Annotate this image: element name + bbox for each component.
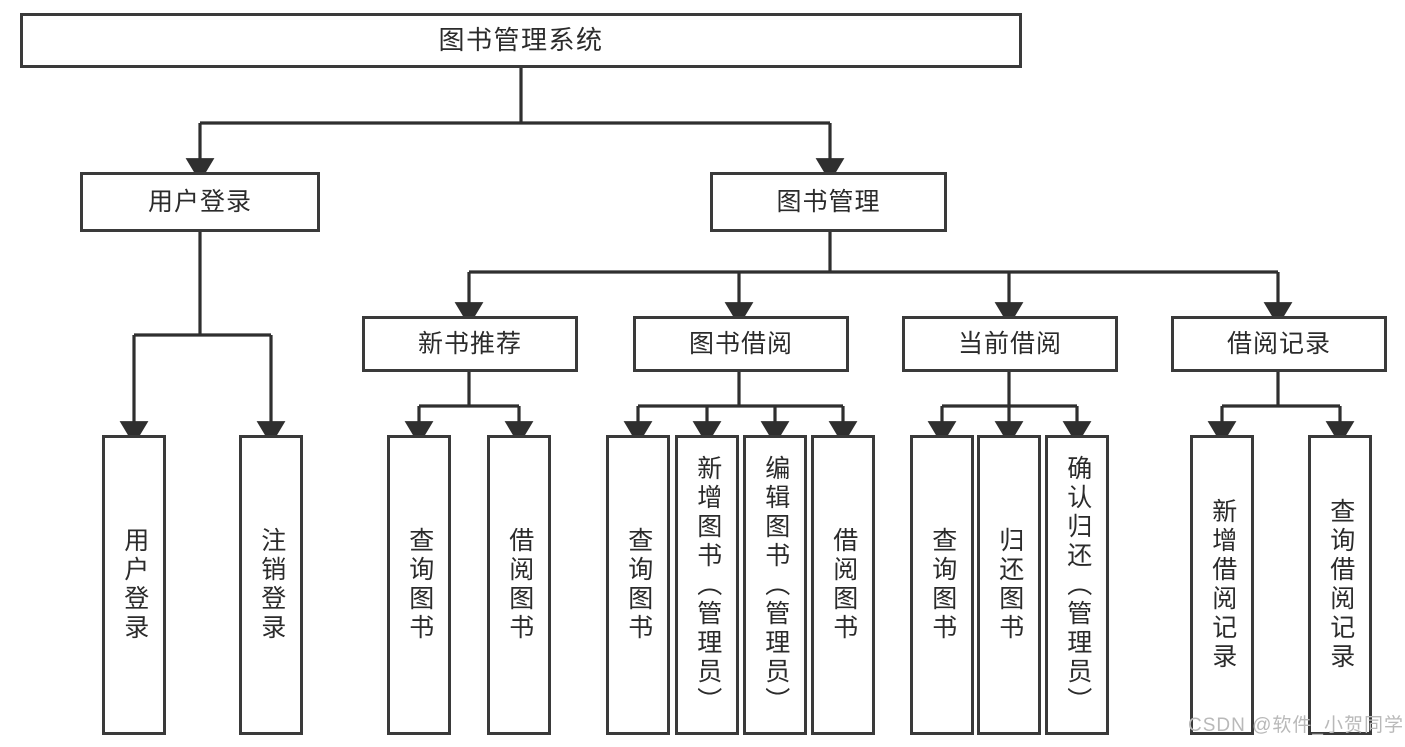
- node-label: 归还图书: [995, 527, 1024, 643]
- node-label: 借阅图书: [505, 527, 534, 643]
- node-label: 查询图书: [624, 527, 653, 643]
- node-label: 确认归还（管理员）: [1063, 454, 1092, 716]
- node-label: 用户登录: [147, 187, 252, 216]
- node-leaf-borrow-book-borrow[interactable]: 借阅图书: [811, 435, 875, 735]
- node-label: 当前借阅: [957, 329, 1062, 358]
- node-label: 图书借阅: [688, 329, 793, 358]
- node-leaf-return-book[interactable]: 归还图书: [977, 435, 1041, 735]
- node-label: 编辑图书（管理员）: [761, 454, 790, 716]
- node-leaf-logout-login[interactable]: 注销登录: [239, 435, 303, 735]
- node-label: 用户登录: [120, 527, 149, 643]
- node-leaf-add-borrow-record[interactable]: 新增借阅记录: [1190, 435, 1254, 735]
- node-label: 借阅记录: [1226, 329, 1331, 358]
- node-current-borrowing[interactable]: 当前借阅: [902, 316, 1118, 372]
- node-label: 注销登录: [257, 527, 286, 643]
- node-label: 新书推荐: [417, 329, 522, 358]
- node-label: 借阅图书: [829, 527, 858, 643]
- node-label: 新增图书（管理员）: [693, 454, 722, 716]
- node-borrowing-records[interactable]: 借阅记录: [1171, 316, 1387, 372]
- node-book-management[interactable]: 图书管理: [710, 172, 947, 232]
- node-new-book-recommendation[interactable]: 新书推荐: [362, 316, 578, 372]
- node-leaf-query-book-borrow[interactable]: 查询图书: [606, 435, 670, 735]
- node-leaf-add-book-admin[interactable]: 新增图书（管理员）: [675, 435, 739, 735]
- node-user-login[interactable]: 用户登录: [80, 172, 320, 232]
- node-label: 查询图书: [405, 527, 434, 643]
- node-leaf-query-book-newbook[interactable]: 查询图书: [387, 435, 451, 735]
- node-leaf-query-book-current[interactable]: 查询图书: [910, 435, 974, 735]
- node-leaf-user-login[interactable]: 用户登录: [102, 435, 166, 735]
- node-label: 图书管理系统: [438, 24, 604, 55]
- node-leaf-edit-book-admin[interactable]: 编辑图书（管理员）: [743, 435, 807, 735]
- node-label: 新增借阅记录: [1208, 498, 1237, 672]
- node-leaf-borrow-book-newbook[interactable]: 借阅图书: [487, 435, 551, 735]
- node-leaf-query-borrow-record[interactable]: 查询借阅记录: [1308, 435, 1372, 735]
- node-label: 查询图书: [928, 527, 957, 643]
- node-root-book-management-system[interactable]: 图书管理系统: [20, 13, 1022, 68]
- node-leaf-confirm-return-admin[interactable]: 确认归还（管理员）: [1045, 435, 1109, 735]
- csdn-watermark: CSDN @软件_小贺同学: [1188, 715, 1404, 736]
- node-label: 查询借阅记录: [1326, 498, 1355, 672]
- node-book-borrowing[interactable]: 图书借阅: [633, 316, 849, 372]
- node-label: 图书管理: [776, 187, 881, 216]
